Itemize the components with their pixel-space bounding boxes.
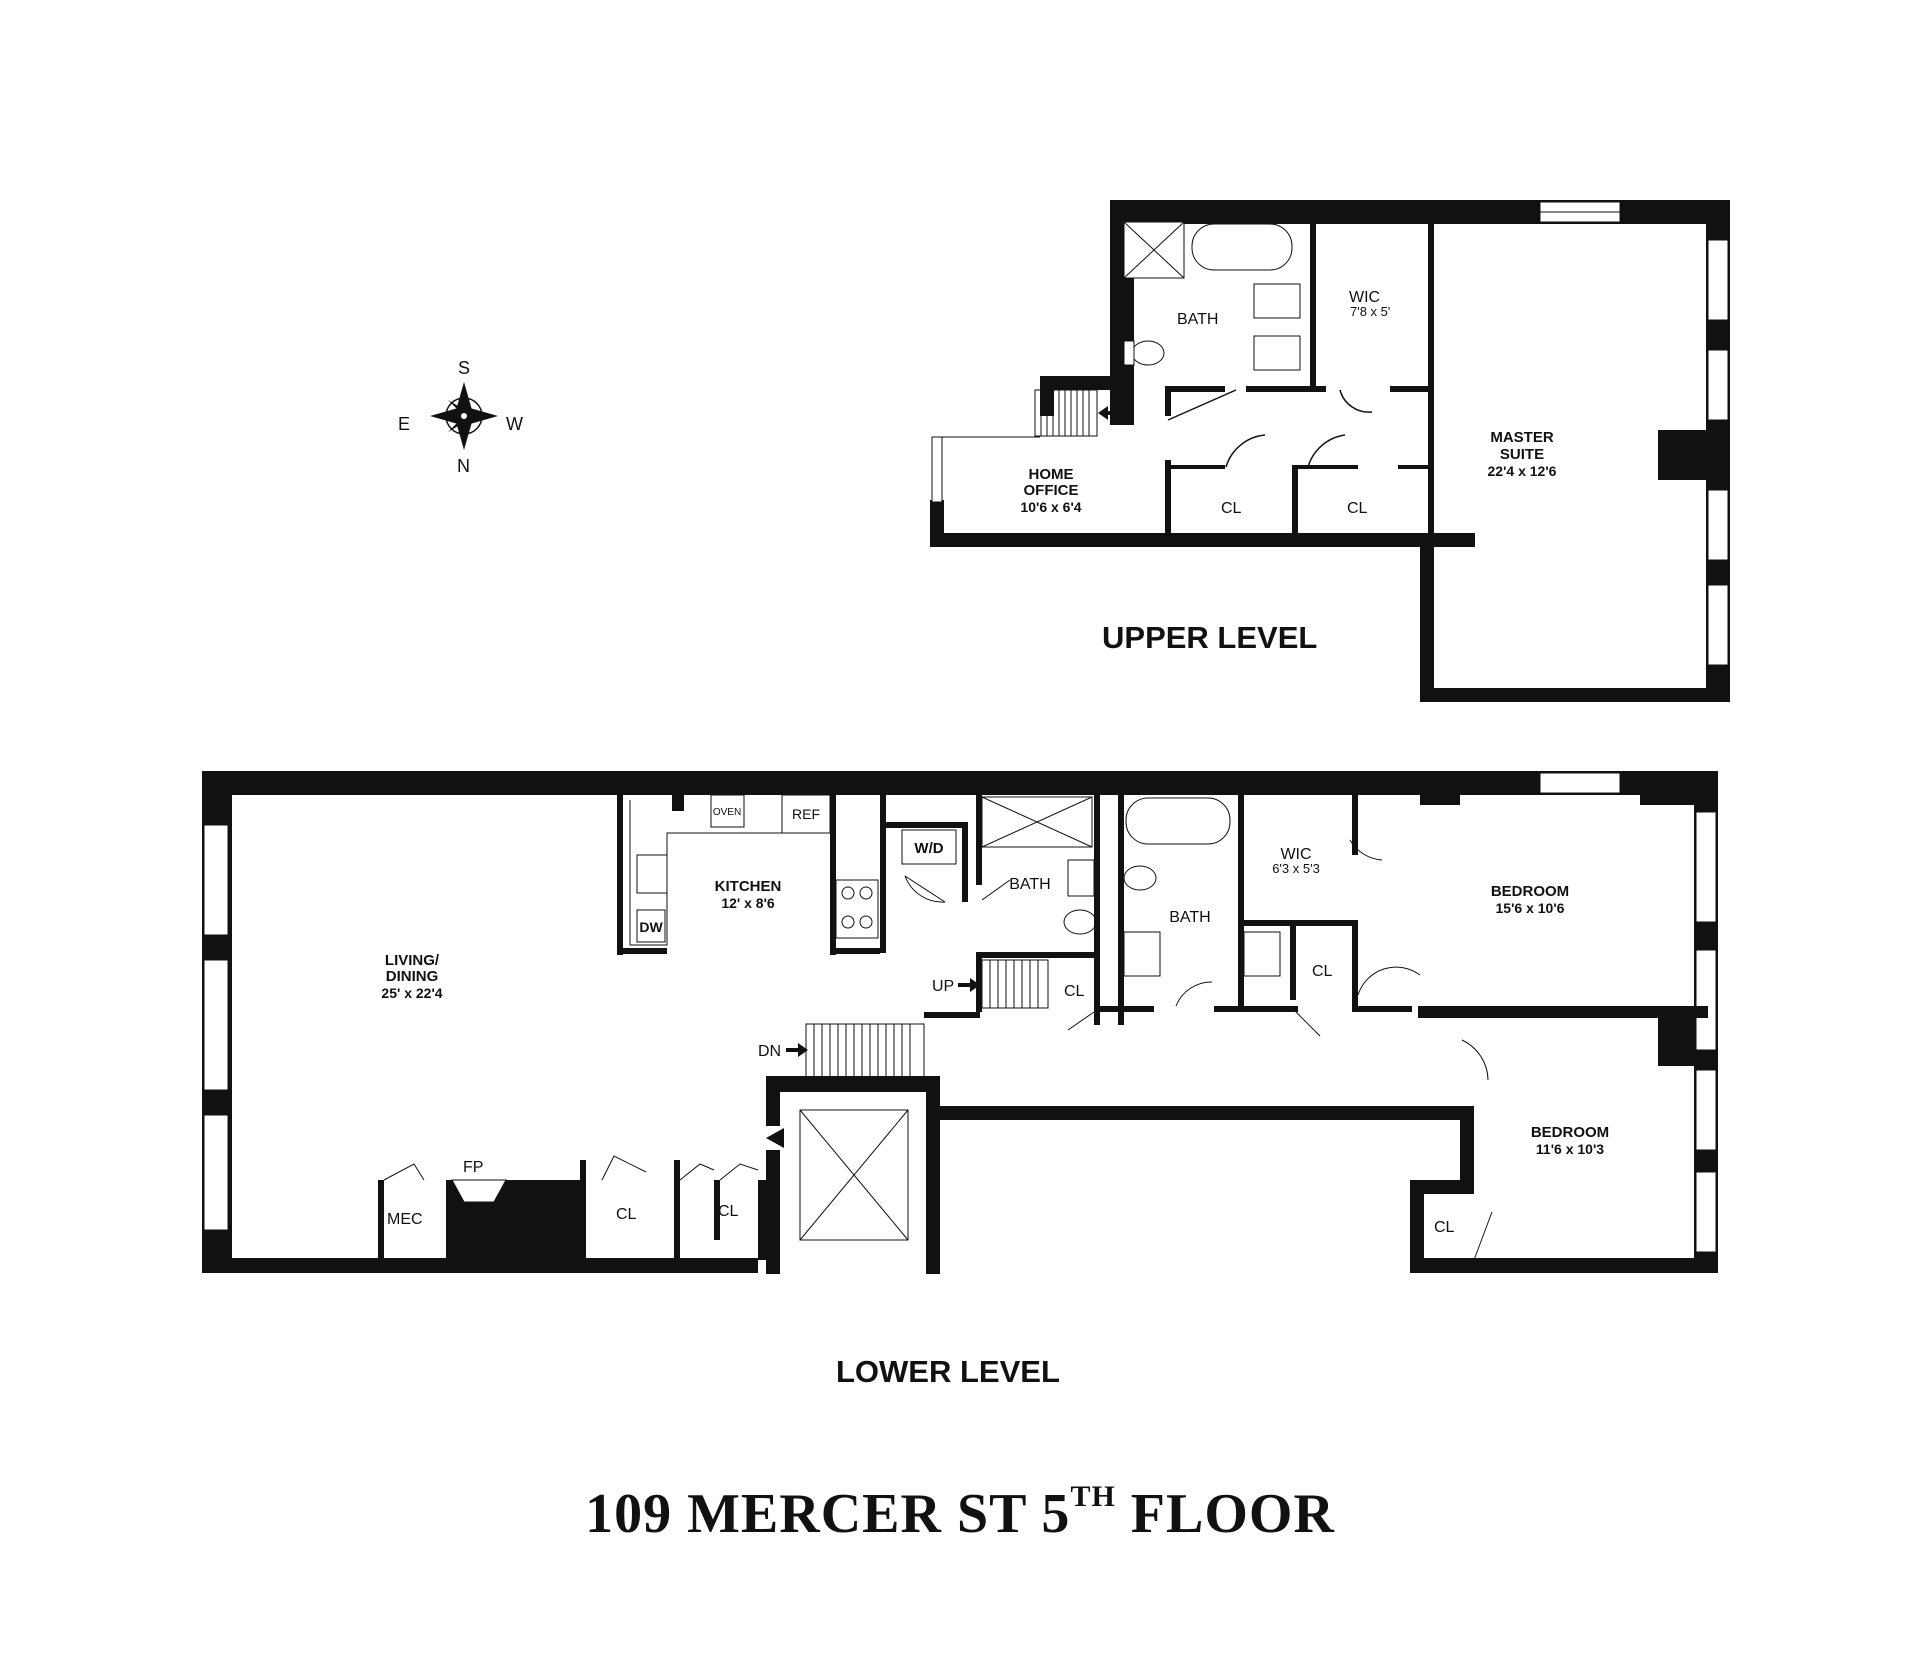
- upper-closet-1: CL: [1221, 500, 1242, 517]
- master-suite-label-1: MASTER: [1490, 429, 1554, 446]
- compass-n: N: [457, 456, 470, 476]
- living-label-2: DINING: [386, 968, 439, 985]
- upper-wic-label: WIC: [1349, 289, 1380, 306]
- lower-wic-label: WIC: [1280, 846, 1311, 863]
- compass-rose-icon: [430, 382, 498, 450]
- living-label-1: LIVING/: [385, 952, 440, 969]
- home-office-label-1: HOME: [1029, 466, 1074, 483]
- title-main: 109 MERCER ST 5: [585, 1483, 1071, 1545]
- upper-wic-dim: 7'8 x 5': [1350, 304, 1390, 319]
- mec-label: MEC: [387, 1211, 423, 1228]
- closet-a-label: CL: [616, 1206, 637, 1223]
- lower-level-plan: [202, 771, 1718, 1274]
- entry-marker-icon: [766, 1128, 784, 1148]
- bedroom-2-closet-label: CL: [1434, 1219, 1455, 1236]
- master-suite-dim: 22'4 x 12'6: [1488, 463, 1557, 479]
- compass-s: S: [458, 358, 470, 378]
- lower-bath-1-label: BATH: [1009, 876, 1050, 893]
- dn-label: DN: [758, 1043, 781, 1060]
- master-suite-label-2: SUITE: [1500, 446, 1544, 463]
- hall-closet-label: CL: [1312, 963, 1333, 980]
- compass-w: W: [506, 414, 523, 434]
- closet-b-label: CL: [718, 1203, 739, 1220]
- page-title: 109 MERCER ST 5TH FLOOR: [0, 1480, 1920, 1546]
- bedroom-2-label: BEDROOM: [1531, 1124, 1609, 1141]
- bedroom-1-label: BEDROOM: [1491, 883, 1569, 900]
- upper-level-plan: [930, 200, 1730, 702]
- upper-closet-2: CL: [1347, 500, 1368, 517]
- upper-bath-label: BATH: [1177, 311, 1218, 328]
- title-superscript: TH: [1070, 1480, 1116, 1513]
- dw-label: DW: [639, 919, 663, 935]
- living-dim: 25' x 22'4: [381, 985, 442, 1001]
- arrow-icon: [1098, 406, 1118, 420]
- wd-label: W/D: [914, 840, 943, 857]
- lower-bath-2-label: BATH: [1169, 909, 1210, 926]
- upper-level-label: UPPER LEVEL: [1102, 620, 1317, 655]
- arrow-up-icon: [958, 978, 980, 992]
- bedroom-1-dim: 15'6 x 10'6: [1496, 900, 1565, 916]
- home-office-label-2: OFFICE: [1024, 482, 1079, 499]
- fireplace-label: FP: [463, 1159, 483, 1176]
- lower-level-label: LOWER LEVEL: [836, 1354, 1060, 1389]
- kitchen-dim: 12' x 8'6: [721, 895, 775, 911]
- oven-label: OVEN: [713, 807, 741, 818]
- kitchen-label: KITCHEN: [715, 878, 782, 895]
- up-label: UP: [932, 978, 954, 995]
- arrow-down-icon: [786, 1043, 808, 1057]
- ref-label: REF: [792, 806, 820, 822]
- home-office-dim: 10'6 x 6'4: [1020, 499, 1081, 515]
- stair-closet-label: CL: [1064, 983, 1085, 1000]
- compass-e: E: [398, 414, 410, 434]
- bedroom-2-dim: 11'6 x 10'3: [1536, 1141, 1604, 1157]
- title-rest: FLOOR: [1115, 1483, 1335, 1545]
- lower-wic-dim: 6'3 x 5'3: [1272, 861, 1320, 876]
